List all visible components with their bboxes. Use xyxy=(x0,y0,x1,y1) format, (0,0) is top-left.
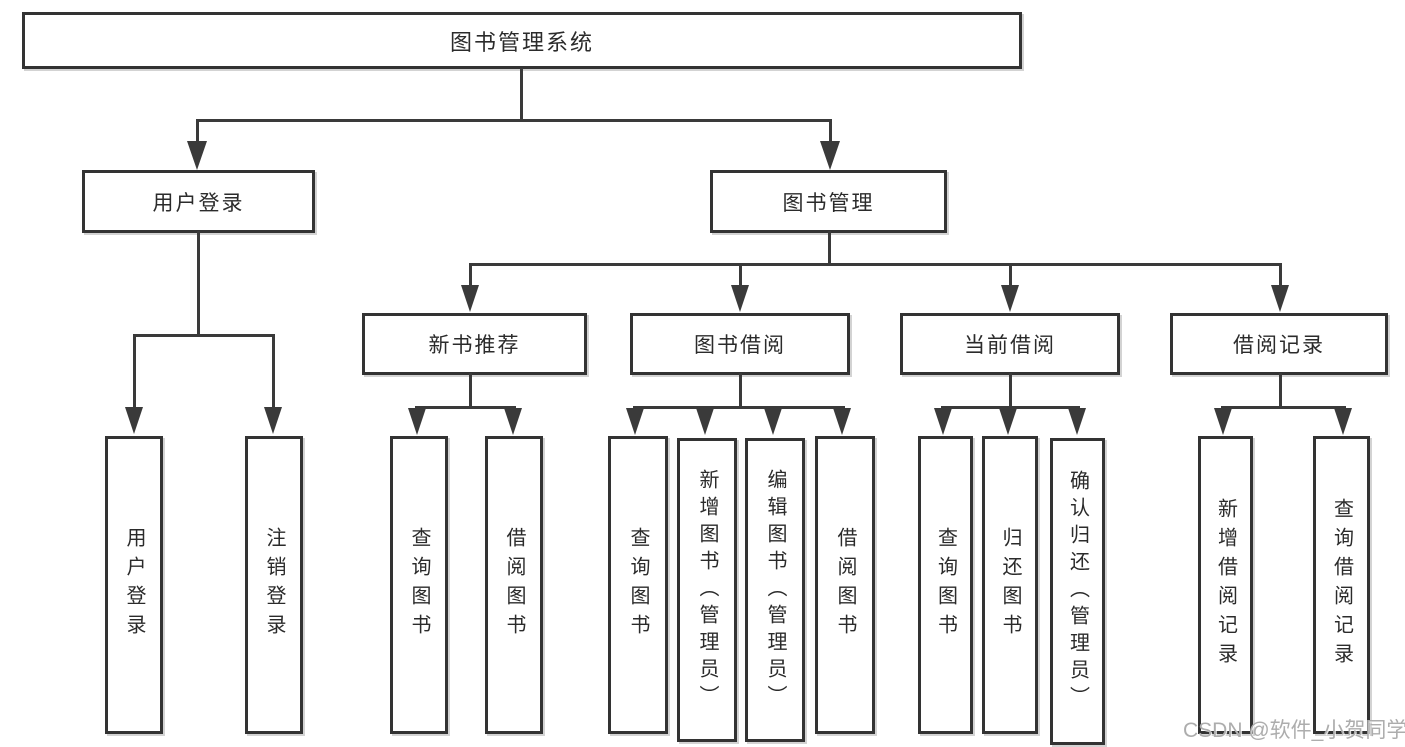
leaf-query-books-borrow: 查询图书 xyxy=(608,436,668,734)
leaf-label: 编辑图书（管理员） xyxy=(764,468,786,712)
leaf-label: 查询借阅记录 xyxy=(1330,498,1353,672)
node-label: 图书管理系统 xyxy=(449,29,594,55)
arrow-down-icon xyxy=(1068,408,1086,435)
leaf-user-login: 用户登录 xyxy=(105,436,163,734)
node-library-management-system: 图书管理系统 xyxy=(22,12,1022,69)
connector-current-borrow-split xyxy=(941,406,1080,409)
connector-new-book-stem xyxy=(469,373,472,409)
arrow-down-icon xyxy=(820,141,840,170)
connector-stub-leaf-login xyxy=(133,334,136,408)
connector-root-split xyxy=(196,119,832,122)
arrow-down-icon xyxy=(833,408,851,435)
arrow-down-icon xyxy=(504,408,522,435)
node-label: 用户登录 xyxy=(152,191,245,215)
arrow-down-icon xyxy=(1001,285,1019,312)
node-label: 新书推荐 xyxy=(428,334,521,357)
connector-stub-current-borrow xyxy=(1009,263,1012,287)
node-label: 图书借阅 xyxy=(694,334,786,357)
node-borrow-records: 借阅记录 xyxy=(1170,313,1388,375)
leaf-add-borrow-record: 新增借阅记录 xyxy=(1198,436,1253,734)
arrow-down-icon xyxy=(264,407,282,434)
csdn-watermark: CSDN @软件_小贺同学 xyxy=(1183,719,1405,742)
connector-stub-new-book xyxy=(469,263,472,287)
connector-borrow-record-stem xyxy=(1279,373,1282,409)
connector-book-mgmt-split xyxy=(469,263,1282,266)
arrow-down-icon xyxy=(626,408,644,435)
leaf-query-books-current: 查询图书 xyxy=(918,436,973,734)
node-book-borrow: 图书借阅 xyxy=(630,313,850,375)
arrow-down-icon xyxy=(1334,408,1352,435)
arrow-down-icon xyxy=(764,408,782,435)
node-label: 借阅记录 xyxy=(1233,334,1325,357)
node-user-login: 用户登录 xyxy=(82,170,315,233)
node-book-management: 图书管理 xyxy=(710,170,947,233)
connector-stub-book-borrow xyxy=(739,263,742,287)
leaf-edit-book-admin: 编辑图书（管理员） xyxy=(745,438,805,742)
connector-root-stem xyxy=(520,68,523,121)
arrow-down-icon xyxy=(999,408,1017,435)
connector-stub-leaf-logout xyxy=(272,334,275,408)
node-current-borrow: 当前借阅 xyxy=(900,313,1120,375)
leaf-borrow-books: 借阅图书 xyxy=(815,436,875,734)
arrow-down-icon xyxy=(934,408,952,435)
arrow-down-icon xyxy=(187,141,207,170)
arrow-down-icon xyxy=(696,408,714,435)
node-label: 图书管理 xyxy=(782,191,875,215)
arrow-down-icon xyxy=(1271,285,1289,312)
leaf-label: 借阅图书 xyxy=(834,527,856,643)
arrow-down-icon xyxy=(408,408,426,435)
leaf-label: 借阅图书 xyxy=(503,527,525,643)
connector-book-mgmt-stem xyxy=(828,231,831,265)
arrow-down-icon xyxy=(731,285,749,312)
connector-borrow-record-split xyxy=(1221,406,1346,409)
arrow-down-icon xyxy=(1214,408,1232,435)
leaf-add-book-admin: 新增图书（管理员） xyxy=(677,438,737,742)
leaf-logout: 注销登录 xyxy=(245,436,303,734)
leaf-borrow-books-recommend: 借阅图书 xyxy=(485,436,543,734)
connector-new-book-split xyxy=(415,406,516,409)
leaf-confirm-return-admin: 确认归还（管理员） xyxy=(1050,438,1105,745)
connector-user-login-stem xyxy=(197,231,200,335)
leaf-label: 确认归还（管理员） xyxy=(1066,470,1089,713)
arrow-down-icon xyxy=(125,407,143,434)
connector-user-login-split xyxy=(133,334,275,337)
connector-stub-user-login xyxy=(196,119,199,143)
leaf-query-borrow-record: 查询借阅记录 xyxy=(1313,436,1370,734)
leaf-label: 注销登录 xyxy=(263,527,285,643)
leaf-query-books-recommend: 查询图书 xyxy=(390,436,448,734)
connector-current-borrow-stem xyxy=(1009,373,1012,409)
connector-book-borrow-split xyxy=(633,406,845,409)
leaf-label: 查询图书 xyxy=(934,527,957,643)
node-label: 当前借阅 xyxy=(964,334,1056,357)
leaf-label: 归还图书 xyxy=(999,527,1021,643)
leaf-label: 查询图书 xyxy=(627,527,649,643)
connector-stub-book-mgmt xyxy=(829,119,832,143)
leaf-return-books: 归还图书 xyxy=(982,436,1038,734)
leaf-label: 用户登录 xyxy=(123,527,145,643)
connector-book-borrow-stem xyxy=(739,373,742,409)
node-new-book-recommend: 新书推荐 xyxy=(362,313,587,375)
connector-stub-borrow-record xyxy=(1279,263,1282,287)
leaf-label: 新增借阅记录 xyxy=(1214,498,1237,672)
arrow-down-icon xyxy=(461,285,479,312)
leaf-label: 查询图书 xyxy=(408,527,430,643)
leaf-label: 新增图书（管理员） xyxy=(696,468,718,712)
